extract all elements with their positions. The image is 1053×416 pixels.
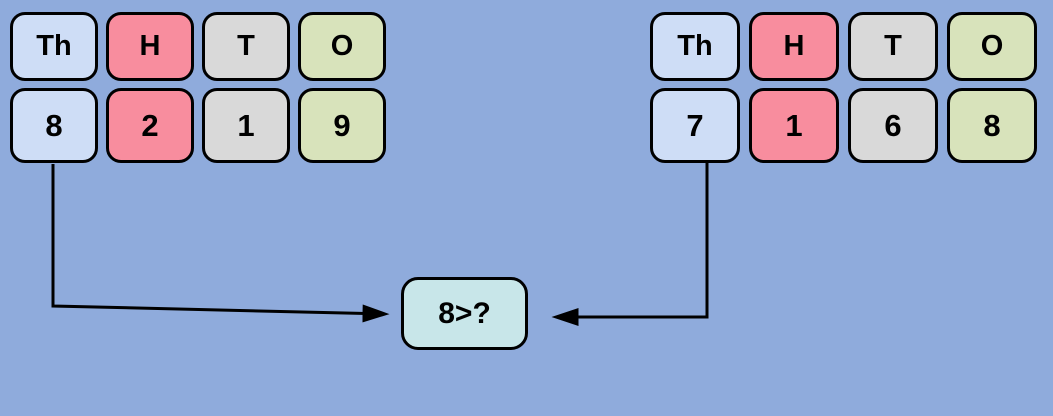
left-digit-tens: 1 bbox=[202, 88, 290, 163]
right-digit-row: 7 1 6 8 bbox=[650, 88, 1037, 163]
left-header-row: Th H T O bbox=[10, 12, 386, 81]
left-digit-hundreds: 2 bbox=[106, 88, 194, 163]
right-place-value-table: Th H T O 7 1 6 8 bbox=[650, 12, 1037, 163]
right-digit-ones: 8 bbox=[947, 88, 1037, 163]
right-digit-hundreds: 1 bbox=[749, 88, 839, 163]
left-header-tens: T bbox=[202, 12, 290, 81]
left-digit-ones: 9 bbox=[298, 88, 386, 163]
right-thousands-arrow bbox=[551, 163, 709, 326]
left-digit-row: 8 2 1 9 bbox=[10, 88, 386, 163]
left-header-ones: O bbox=[298, 12, 386, 81]
right-header-tens: T bbox=[848, 12, 938, 81]
comparison-box: 8>? bbox=[401, 277, 528, 350]
left-place-value-table: Th H T O 8 2 1 9 bbox=[10, 12, 386, 163]
right-header-hundreds: H bbox=[749, 12, 839, 81]
left-header-hundreds: H bbox=[106, 12, 194, 81]
right-digit-tens: 6 bbox=[848, 88, 938, 163]
left-digit-thousands: 8 bbox=[10, 88, 98, 163]
right-header-ones: O bbox=[947, 12, 1037, 81]
right-header-thousands: Th bbox=[650, 12, 740, 81]
left-header-thousands: Th bbox=[10, 12, 98, 81]
right-digit-thousands: 7 bbox=[650, 88, 740, 163]
right-header-row: Th H T O bbox=[650, 12, 1037, 81]
left-thousands-arrow bbox=[51, 164, 390, 323]
